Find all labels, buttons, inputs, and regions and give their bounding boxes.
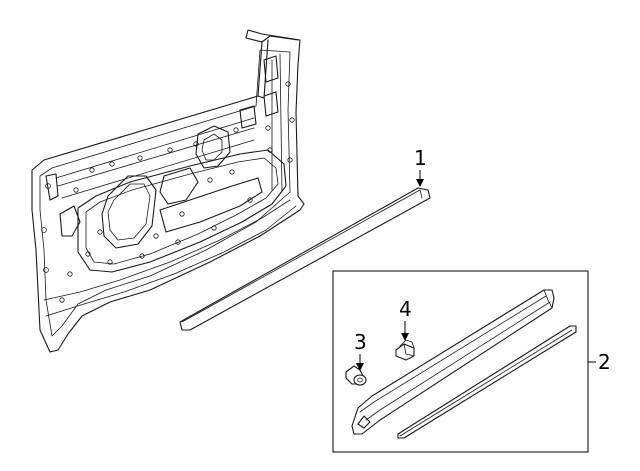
callout-2-label: 2 [598, 350, 611, 374]
door-shell [31, 29, 305, 353]
part-1-strip [179, 187, 431, 331]
part-4-clip [395, 339, 415, 361]
callout-4-label: 4 [399, 297, 412, 321]
callout-3-label: 3 [354, 330, 367, 354]
callout-1-arrowhead [416, 179, 424, 187]
part-3-grommet [345, 365, 367, 386]
part-2-moulding [351, 289, 555, 435]
callout-4-arrowhead [401, 333, 409, 341]
part-2-trim-strip [397, 325, 577, 439]
callout-1-label: 1 [414, 146, 427, 170]
callout-3-arrowhead [356, 363, 364, 371]
